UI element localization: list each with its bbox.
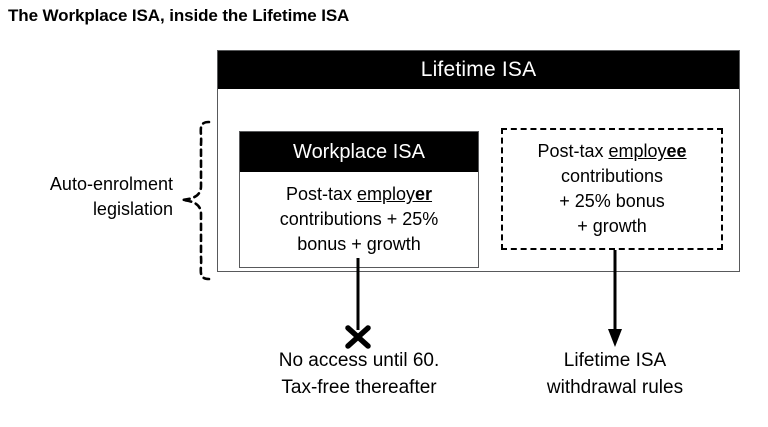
employee-line-1-bold: ee: [666, 141, 687, 162]
workplace-isa-line-2: contributions + 25%: [279, 209, 439, 230]
auto-enrolment-label-line-1: Auto-enrolment: [49, 174, 173, 194]
workplace-isa-line-1-prefix: Post-tax: [285, 184, 357, 205]
workplace-isa-header: Workplace ISA: [240, 132, 478, 172]
caption-no-access: No access until 60. Tax-free thereafter: [238, 348, 480, 401]
caption-withdrawal-rules-line-2: withdrawal rules: [546, 376, 684, 398]
caption-no-access-line-2: Tax-free thereafter: [281, 376, 437, 398]
caption-withdrawal-rules-line-1: Lifetime ISA: [563, 350, 667, 371]
employee-line-4: + growth: [577, 215, 647, 236]
employee-line-1-prefix: Post-tax: [537, 141, 609, 162]
workplace-isa-line-1-bold: er: [415, 184, 433, 205]
x-cross-icon: [345, 325, 371, 349]
workplace-isa-line-1: Post-tax employer: [286, 182, 432, 207]
arrow-down-icon: [608, 329, 622, 347]
employee-line-3: + 25% bonus: [559, 191, 665, 211]
lifetime-isa-header-label: Lifetime ISA: [420, 58, 537, 81]
lifetime-isa-header: Lifetime ISA: [218, 51, 739, 89]
employee-contributions-box: Post-tax employee contributions + 25% bo…: [501, 128, 723, 250]
auto-enrolment-label-line-2: legislation: [92, 198, 173, 219]
caption-no-access-line-1: No access until 60.: [278, 350, 440, 371]
workplace-isa-box: Workplace ISA Post-tax employer contribu…: [239, 131, 479, 268]
workplace-isa-line-1-plain: employ: [356, 184, 416, 205]
employee-line-1: Post-tax employee: [537, 139, 686, 164]
workplace-isa-header-label: Workplace ISA: [293, 140, 425, 163]
employee-line-1-plain: employ: [608, 141, 667, 162]
page-title: The Workplace ISA, inside the Lifetime I…: [8, 6, 350, 25]
workplace-isa-body: Post-tax employer contributions + 25% bo…: [240, 172, 478, 267]
workplace-isa-line-3: bonus + growth: [297, 233, 421, 254]
dashed-curly-brace-icon: [181, 120, 211, 281]
employee-line-2: contributions: [560, 166, 664, 187]
caption-withdrawal-rules: Lifetime ISA withdrawal rules: [505, 348, 725, 401]
auto-enrolment-label: Auto-enrolment legislation: [8, 172, 173, 222]
